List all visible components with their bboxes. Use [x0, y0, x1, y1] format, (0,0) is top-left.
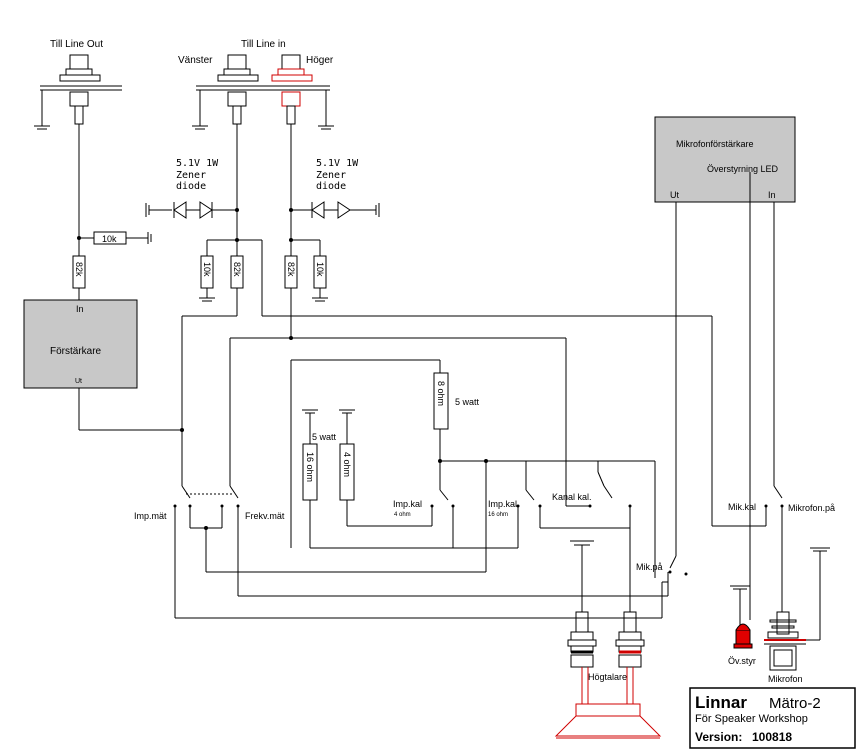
line-in-right-jack	[270, 54, 334, 130]
forstarkare-ut: Ut	[75, 378, 82, 385]
mikrofonforstarkare-in: In	[768, 190, 776, 200]
switch-mik-pa	[668, 555, 688, 576]
mikrofonforstarkare-led: Överstyrning LED	[707, 164, 779, 174]
zener-diode-left	[145, 201, 237, 219]
resistor-8ohm-label: 8 ohm	[436, 381, 446, 406]
resistor-8ohm	[433, 372, 449, 430]
mikrofonforstarkare-box	[654, 116, 796, 203]
zener-diode-right	[291, 201, 380, 219]
forstarkare-in: In	[76, 304, 84, 314]
zener-left-label-3: diode	[176, 181, 206, 192]
line-out-jack	[34, 54, 122, 130]
resistor-82k-a-label: 82k	[74, 262, 84, 277]
resistor-8ohm-watt: 5 watt	[455, 397, 480, 407]
title-model: Mätro-2	[769, 695, 821, 712]
mik-pa-label: Mik.på	[636, 562, 663, 572]
title-subtitle: För Speaker Workshop	[695, 713, 808, 725]
mik-kal-label: Mik.kal	[728, 502, 756, 512]
mikrofonforstarkare-title: Mikrofonförstärkare	[676, 139, 754, 149]
switch-frekv-mat	[220, 485, 240, 508]
till-line-in-label: Till Line in	[241, 39, 286, 50]
frekv-mat-label: Frekv.mät	[245, 511, 285, 521]
switch-imp-kal-16	[516, 489, 542, 508]
resistor-10k-b-label: 10k	[202, 262, 212, 277]
imp-kal-4-sub: 4 ohm	[394, 512, 411, 518]
zener-right-label-3: diode	[316, 181, 346, 192]
mikrofonforstarkare-ut: Ut	[670, 190, 679, 200]
kanal-kal-label: Kanal kal.	[552, 492, 592, 502]
speaker-jack-black	[567, 611, 597, 668]
line-in-left-jack	[192, 54, 270, 130]
ov-styr-label: Öv.styr	[728, 656, 756, 666]
zener-right-label-1: 5.1V 1W	[316, 158, 359, 169]
resistor-10k-e-label: 10k	[315, 262, 325, 277]
vanster-label: Vänster	[178, 55, 213, 66]
imp-mat-label: Imp.mät	[134, 511, 167, 521]
mikrofon-pa-label: Mikrofon.på	[788, 503, 835, 513]
mikrofon-label: Mikrofon	[768, 674, 803, 684]
resistor-82k-d-label: 82k	[286, 262, 296, 277]
zener-left-label-1: 5.1V 1W	[176, 158, 219, 169]
zener-left-label-2: Zener	[176, 170, 206, 181]
title-version-value: 100818	[752, 730, 792, 744]
zener-right-label-2: Zener	[316, 170, 346, 181]
title-brand: Linnar	[695, 693, 747, 712]
resistor-16ohm-label: 16 ohm	[305, 452, 315, 482]
mikrofon-connector	[764, 611, 806, 671]
resistor-82k-c-label: 82k	[232, 262, 242, 277]
title-version-label: Version:	[695, 730, 742, 744]
title-block: Linnar Mätro-2 För Speaker Workshop Vers…	[689, 687, 856, 749]
forstarkare-title: Förstärkare	[50, 346, 102, 357]
imp-kal-16-label: Imp.kal	[488, 499, 517, 509]
imp-kal-4-label: Imp.kal	[393, 499, 422, 509]
switch-imp-mat	[173, 485, 192, 508]
till-line-out-label: Till Line Out	[50, 39, 103, 50]
switch-imp-kal-4	[430, 489, 455, 508]
speaker-icon	[554, 667, 662, 739]
switch-kanal-kal	[588, 485, 632, 508]
resistor-4ohm-label: 4 ohm	[342, 452, 352, 477]
resistor-10k-h-label: 10k	[102, 234, 117, 244]
switch-mikrofon-pa	[764, 485, 784, 508]
imp-kal-16-sub: 16 ohm	[488, 512, 508, 518]
led-indicator-icon	[733, 623, 753, 649]
hoger-label: Höger	[306, 55, 334, 66]
resistor-16ohm-watt: 5 watt	[312, 432, 337, 442]
hogtalare-label: Högtalare	[588, 672, 627, 682]
speaker-jack-red	[615, 611, 645, 668]
forstarkare-box	[23, 299, 138, 389]
